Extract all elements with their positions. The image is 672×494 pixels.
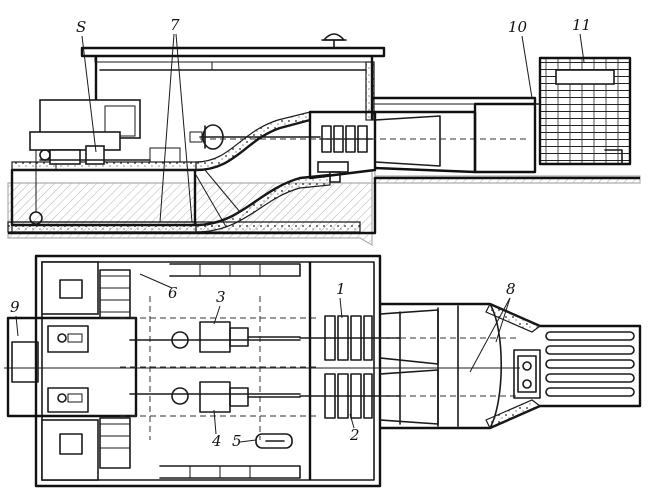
plan-channel-dashed [120, 296, 320, 440]
callout-8: 8 [469, 280, 516, 373]
callout-10: 10 [508, 18, 533, 99]
plan-diffuser-wall-fill [485, 303, 542, 333]
s-bend-fill [195, 111, 311, 171]
outlet-duct [372, 96, 537, 104]
plan-control-box [513, 349, 541, 399]
callout-9: 9 [10, 298, 20, 337]
callout-11: 11 [572, 16, 591, 63]
plan-winch-bottom [47, 387, 89, 413]
plan-room-bottom-left [41, 419, 99, 481]
fan-section [308, 110, 377, 183]
callout-7-label: 7 [170, 16, 180, 34]
plan-view [4, 254, 642, 488]
plan-drive-top [171, 321, 301, 353]
s-bend-fill-lower [195, 174, 331, 233]
roof-ventilator [321, 33, 347, 49]
callout-s: S [76, 18, 97, 153]
callout-5-label: 5 [232, 432, 242, 450]
settling-chamber [473, 102, 537, 174]
plan-winch-top [47, 325, 89, 353]
plan-building-inner [41, 261, 375, 481]
plan-inlet [6, 316, 138, 418]
callouts: S 7 10 11 1 2 3 4 [10, 16, 591, 450]
platform [29, 131, 121, 151]
plan-guide-vanes-bottom [99, 417, 131, 469]
plan-filter-rows [545, 331, 635, 397]
filter-tower-opening [555, 69, 615, 85]
callout-11-label: 11 [572, 16, 591, 34]
filter-tower-outline [538, 56, 632, 166]
callout-2: 2 [349, 413, 360, 444]
plan-motor-small [255, 433, 293, 449]
callout-3-label: 3 [216, 288, 226, 306]
callout-9-label: 9 [10, 298, 20, 316]
callout-7: 7 [159, 16, 193, 223]
platform-machinery [39, 145, 181, 165]
callout-8-label: 8 [506, 280, 516, 298]
callout-4: 4 [211, 409, 222, 450]
plan-room-top-left [41, 261, 99, 315]
building-roof [80, 46, 386, 58]
elevation-view [7, 33, 641, 247]
callout-3: 3 [213, 288, 226, 325]
callout-1-label: 1 [336, 280, 346, 298]
plan-guide-vanes-top [99, 269, 131, 319]
plan-drive-bottom [171, 381, 301, 413]
callout-4-label: 4 [211, 432, 222, 450]
callout-s-label: S [76, 18, 86, 36]
callout-1: 1 [336, 280, 346, 319]
ground-line [8, 176, 640, 235]
plan-building [34, 254, 382, 488]
callout-5: 5 [232, 432, 257, 450]
motor-unit [189, 124, 224, 150]
callout-6-label: 6 [168, 284, 178, 302]
callout-6: 6 [139, 273, 178, 302]
callout-2-label: 2 [349, 426, 360, 444]
callout-10-label: 10 [508, 18, 528, 36]
diffuser-cone [374, 115, 441, 167]
wall-right-section [365, 61, 375, 121]
